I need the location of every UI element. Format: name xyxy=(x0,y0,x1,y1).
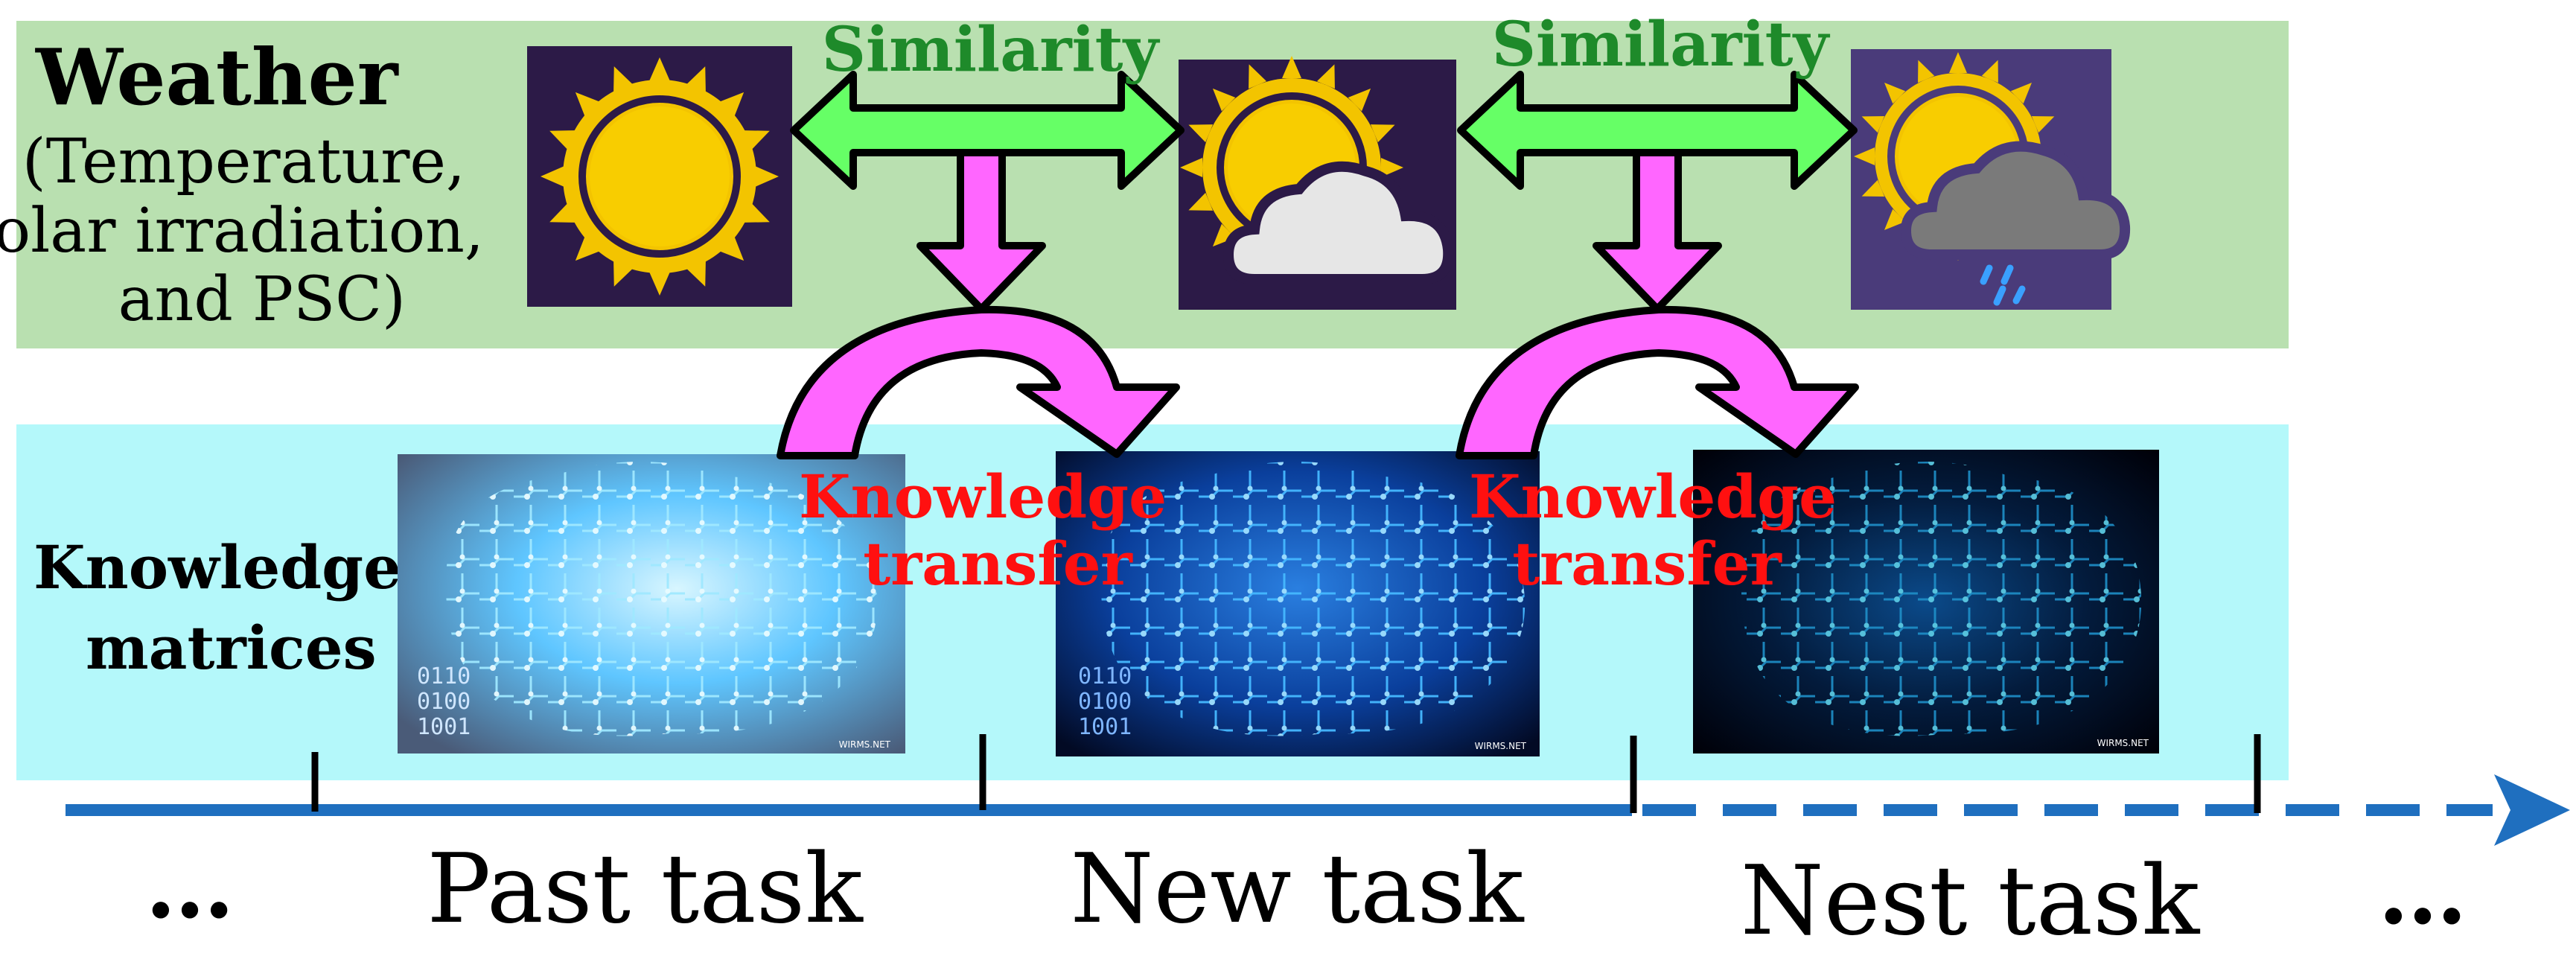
timeline xyxy=(66,734,2570,846)
task-label-past: Past task xyxy=(427,834,864,945)
brain-watermark: WIRMS.NET xyxy=(839,739,891,750)
sun-rain-cloud-icon xyxy=(1851,49,2131,310)
timeline-arrowhead-icon xyxy=(2494,774,2570,846)
brain-code-line-3: 1001 xyxy=(1078,714,1132,740)
transfer-arrow-1 xyxy=(777,305,1180,459)
transfer-arrow-2 xyxy=(1456,305,1859,459)
brain-image-past: 0110 0100 1001 WIRMS.NET xyxy=(398,454,905,754)
brain-image-next: WIRMS.NET xyxy=(1693,450,2159,754)
transfer-label-2-line-1: Knowledge xyxy=(1469,462,1837,532)
similarity-label-1: Similarity xyxy=(822,14,1161,86)
brain-watermark: WIRMS.NET xyxy=(1475,741,1527,751)
brain-code-line-1: 0110 xyxy=(417,663,471,689)
weather-subtitle-line-3: and PSC) xyxy=(118,264,406,335)
similarity-label-2: Similarity xyxy=(1492,9,1831,80)
transfer-label-2-line-2: transfer xyxy=(1512,529,1782,599)
transfer-label-1-line-2: transfer xyxy=(863,529,1132,599)
task-label-next: Nest task xyxy=(1741,846,2201,957)
similarity-arrow-1 xyxy=(790,71,1185,190)
brain-code-line-1: 0110 xyxy=(1078,663,1132,689)
brain-code-line-2: 0100 xyxy=(1078,689,1132,715)
task-label-new: New task xyxy=(1071,834,1525,945)
brain-watermark: WIRMS.NET xyxy=(2097,738,2149,748)
weather-title: Weather xyxy=(35,31,399,123)
knowledge-title-line-1: Knowledge xyxy=(34,532,401,602)
brain-code-line-3: 1001 xyxy=(417,714,471,740)
timeline-ellipsis-left: … xyxy=(145,834,235,939)
brain-code-line-2: 0100 xyxy=(417,689,471,715)
knowledge-title-line-2: matrices xyxy=(86,613,377,683)
similarity-arrow-2 xyxy=(1457,71,1858,190)
down-arrow-2 xyxy=(1593,149,1722,313)
timeline-ellipsis-right: … xyxy=(2378,840,2467,945)
sun-cloud-icon xyxy=(1179,56,1456,310)
transfer-label-1-line-1: Knowledge xyxy=(799,462,1167,532)
down-arrow-1 xyxy=(916,149,1046,313)
weather-subtitle-line-1: (Temperature, xyxy=(22,127,465,197)
brain-image-new: 0110 0100 1001 WIRMS.NET xyxy=(1056,451,1540,756)
weather-subtitle-line-2: solar irradiation, xyxy=(0,196,484,267)
sun-icon xyxy=(527,46,792,307)
